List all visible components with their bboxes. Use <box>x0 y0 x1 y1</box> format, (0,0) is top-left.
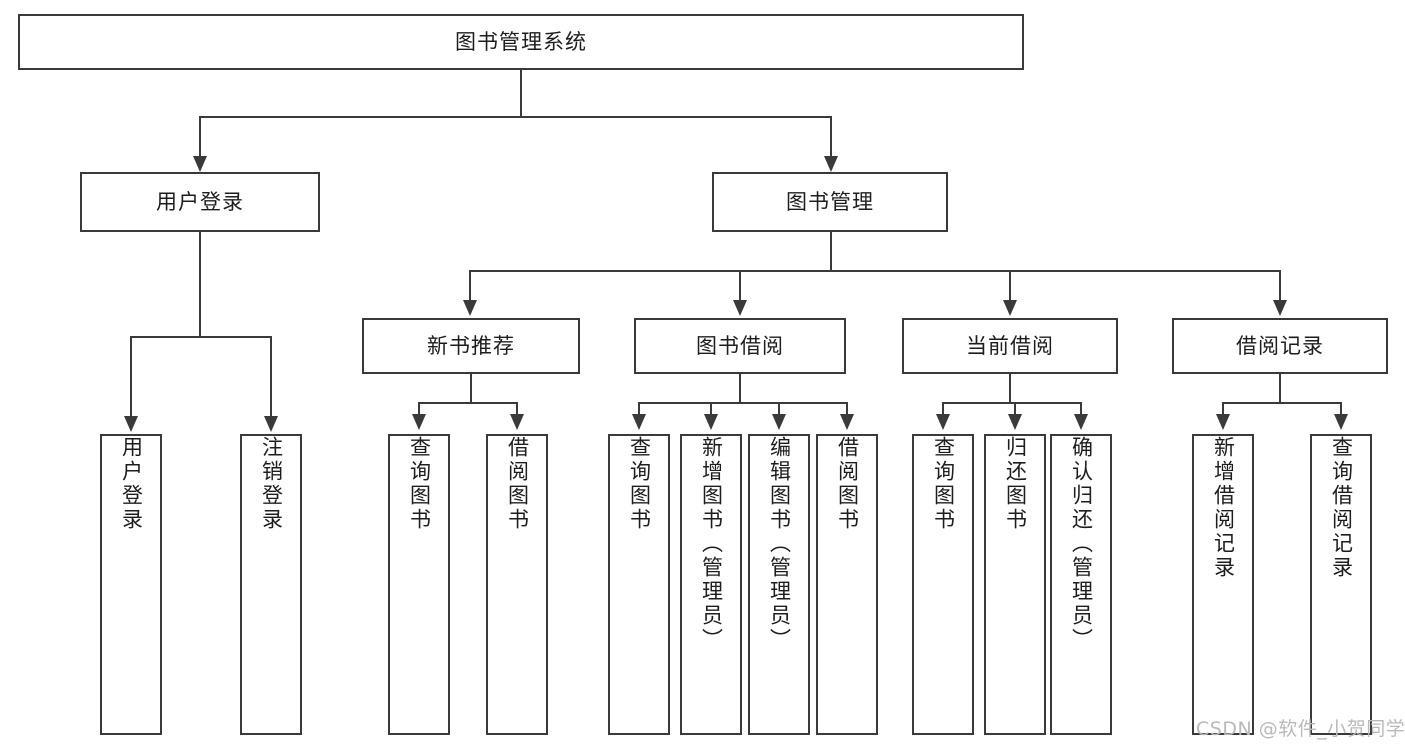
arrow-book-borrow-child-4 <box>840 414 854 430</box>
connector-current-borrow-bus <box>942 402 1081 404</box>
node-leaf-user-login[interactable]: 用户登录 <box>100 434 162 735</box>
node-leaf-confirm-return-admin[interactable]: 确认归还（管理员） <box>1050 434 1112 735</box>
connector-book-manage-child-3 <box>1009 270 1011 302</box>
node-current-borrow[interactable]: 当前借阅 <box>902 318 1118 374</box>
connector-book-manage-child-2 <box>739 270 741 302</box>
connector-root-stem <box>520 70 522 116</box>
node-leaf-query-book-1[interactable]: 查询图书 <box>388 434 450 735</box>
node-leaf-edit-book-admin[interactable]: 编辑图书（管理员） <box>748 434 810 735</box>
node-leaf-borrow-book-2[interactable]: 借阅图书 <box>816 434 878 735</box>
node-book-manage[interactable]: 图书管理 <box>712 172 948 232</box>
node-leaf-return-book-label: 归还图书 <box>1003 436 1028 532</box>
arrow-book-manage-child-2 <box>733 300 747 316</box>
node-leaf-query-borrow-record-label: 查询借阅记录 <box>1329 436 1354 580</box>
connector-root-bus <box>199 116 831 118</box>
node-user-login-label: 用户登录 <box>156 189 244 214</box>
arrow-new-book-recommend-child-2 <box>510 414 524 430</box>
connector-user-login-child-2 <box>270 336 272 418</box>
connector-user-login-bus <box>130 336 271 338</box>
node-book-manage-label: 图书管理 <box>786 189 874 214</box>
connector-book-borrow-bus <box>638 402 847 404</box>
node-borrow-record-label: 借阅记录 <box>1236 333 1324 358</box>
connector-new-book-recommend-stem <box>470 374 472 402</box>
arrow-book-manage-child-3 <box>1003 300 1017 316</box>
node-borrow-record[interactable]: 借阅记录 <box>1172 318 1388 374</box>
node-leaf-confirm-return-admin-label: 确认归还（管理员） <box>1069 436 1094 652</box>
connector-book-borrow-stem <box>739 374 741 402</box>
connector-current-borrow-child-1 <box>942 402 944 418</box>
arrow-current-borrow-child-3 <box>1074 414 1088 430</box>
node-leaf-query-book-2[interactable]: 查询图书 <box>608 434 670 735</box>
connector-new-book-recommend-child-1 <box>418 402 420 418</box>
node-new-book-recommend-label: 新书推荐 <box>427 333 515 358</box>
node-leaf-borrow-book-1-label: 借阅图书 <box>505 436 530 532</box>
arrow-book-borrow-child-3 <box>772 414 786 430</box>
connector-book-manage-stem <box>830 232 832 270</box>
node-leaf-borrow-book-2-label: 借阅图书 <box>835 436 860 532</box>
node-leaf-return-book[interactable]: 归还图书 <box>984 434 1046 735</box>
node-leaf-add-borrow-record[interactable]: 新增借阅记录 <box>1192 434 1254 735</box>
arrow-user-login-child-1 <box>124 416 138 432</box>
node-user-login[interactable]: 用户登录 <box>80 172 320 232</box>
arrow-book-borrow-child-1 <box>632 414 646 430</box>
connector-book-manage-child-1 <box>469 270 471 302</box>
arrow-book-manage-child-4 <box>1273 300 1287 316</box>
connector-book-borrow-child-1 <box>638 402 640 418</box>
node-book-borrow[interactable]: 图书借阅 <box>634 318 846 374</box>
connector-current-borrow-stem <box>1009 374 1011 402</box>
node-book-borrow-label: 图书借阅 <box>696 333 784 358</box>
arrow-current-borrow-child-1 <box>936 414 950 430</box>
node-root[interactable]: 图书管理系统 <box>18 14 1024 70</box>
node-root-label: 图书管理系统 <box>455 29 587 54</box>
connector-book-manage-child-4 <box>1279 270 1281 302</box>
node-leaf-query-book-1-label: 查询图书 <box>407 436 432 532</box>
connector-current-borrow-child-3 <box>1080 402 1082 418</box>
arrow-borrow-record-child-2 <box>1334 414 1348 430</box>
node-new-book-recommend[interactable]: 新书推荐 <box>362 318 580 374</box>
arrow-new-book-recommend-child-1 <box>412 414 426 430</box>
node-leaf-borrow-book-1[interactable]: 借阅图书 <box>486 434 548 735</box>
connector-borrow-record-child-2 <box>1340 402 1342 418</box>
node-leaf-user-logout-label: 注销登录 <box>259 436 284 532</box>
arrow-borrow-record-child-1 <box>1216 414 1230 430</box>
arrow-root-to-user-login <box>193 156 207 172</box>
connector-book-manage-bus <box>469 270 1281 272</box>
connector-user-login-stem <box>199 232 201 336</box>
node-leaf-query-book-2-label: 查询图书 <box>627 436 652 532</box>
arrow-current-borrow-child-2 <box>1008 414 1022 430</box>
node-leaf-user-login-label: 用户登录 <box>119 436 144 532</box>
connector-user-login-child-1 <box>130 336 132 418</box>
connector-root-to-user-login <box>199 116 201 158</box>
connector-borrow-record-child-1 <box>1222 402 1224 418</box>
node-leaf-add-borrow-record-label: 新增借阅记录 <box>1211 436 1236 580</box>
connector-root-to-book-manage <box>830 116 832 158</box>
connector-new-book-recommend-child-2 <box>516 402 518 418</box>
arrow-user-login-child-2 <box>264 416 278 432</box>
connector-current-borrow-child-2 <box>1014 402 1016 418</box>
node-leaf-query-book-3-label: 查询图书 <box>931 436 956 532</box>
node-current-borrow-label: 当前借阅 <box>966 333 1054 358</box>
connector-book-borrow-child-4 <box>846 402 848 418</box>
connector-book-borrow-child-3 <box>778 402 780 418</box>
node-leaf-query-borrow-record[interactable]: 查询借阅记录 <box>1310 434 1372 735</box>
node-leaf-query-book-3[interactable]: 查询图书 <box>912 434 974 735</box>
connector-borrow-record-bus <box>1222 402 1342 404</box>
connector-book-borrow-child-2 <box>710 402 712 418</box>
connector-new-book-recommend-bus <box>418 402 518 404</box>
node-leaf-add-book-admin[interactable]: 新增图书（管理员） <box>680 434 742 735</box>
arrow-book-manage-child-1 <box>463 300 477 316</box>
arrow-book-borrow-child-2 <box>704 414 718 430</box>
node-leaf-edit-book-admin-label: 编辑图书（管理员） <box>767 436 792 652</box>
connector-borrow-record-stem <box>1279 374 1281 402</box>
node-leaf-add-book-admin-label: 新增图书（管理员） <box>699 436 724 652</box>
node-leaf-user-logout[interactable]: 注销登录 <box>240 434 302 735</box>
arrow-root-to-book-manage <box>824 156 838 172</box>
